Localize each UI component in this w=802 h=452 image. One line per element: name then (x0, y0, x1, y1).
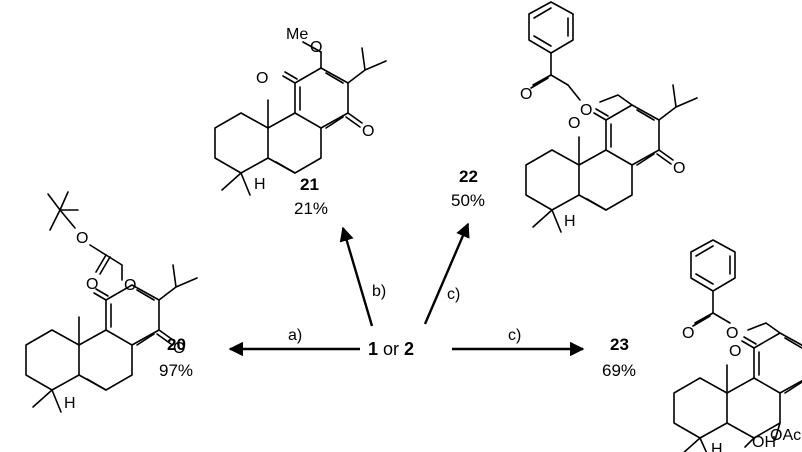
yield-21: 21% (294, 199, 328, 218)
compound-number-21: 21 (300, 175, 319, 194)
condition-c-up-label: c) (447, 286, 460, 303)
atom-h: H (711, 441, 723, 452)
yield-20: 97% (159, 361, 193, 380)
structure-22: O O O O H (520, 1, 698, 233)
atom-o: O (256, 70, 268, 87)
atom-o: O (682, 325, 694, 342)
atom-o: O (580, 102, 592, 119)
condition-c-right-label: c) (508, 327, 521, 344)
atom-o: O (173, 340, 185, 357)
starting-material-label: 1 or 2 (368, 339, 414, 359)
structure-20: O O O O H (25, 191, 198, 413)
atom-h: H (564, 213, 576, 230)
atom-o: O (729, 343, 741, 360)
atom-h: H (64, 395, 76, 412)
atom-o: O (124, 277, 136, 294)
atom-o: O (310, 39, 322, 56)
methyl-label: Me (286, 26, 308, 43)
condition-a-label: a) (288, 327, 302, 344)
compound-number-22: 22 (459, 167, 478, 186)
or-label: or (378, 339, 404, 359)
compound-1-label: 1 (368, 339, 378, 359)
atom-o: O (362, 123, 374, 140)
atom-o: O (76, 230, 88, 247)
arrow-to-22 (423, 222, 470, 325)
condition-b-label: b) (372, 283, 386, 300)
acetoxy-label: OAc (770, 427, 801, 444)
compound-number-20: 20 (167, 335, 186, 354)
arrow-to-21 (339, 226, 374, 327)
atom-o: O (86, 276, 98, 293)
svg-text:1 or 2: 1 or 2 (368, 339, 414, 359)
compound-number-23: 23 (610, 335, 629, 354)
compound-2-label: 2 (404, 339, 414, 359)
structure-21: O O Me O H (214, 26, 387, 196)
atom-o: O (520, 86, 532, 103)
atom-o: O (726, 325, 738, 342)
atom-o: O (568, 115, 580, 132)
yield-23: 69% (602, 361, 636, 380)
hydroxyl-label: OH (752, 434, 776, 451)
structure-23: O O O H OH OAc (673, 239, 802, 452)
atom-h: H (254, 176, 266, 193)
yield-22: 50% (451, 191, 485, 210)
atom-o: O (673, 160, 685, 177)
